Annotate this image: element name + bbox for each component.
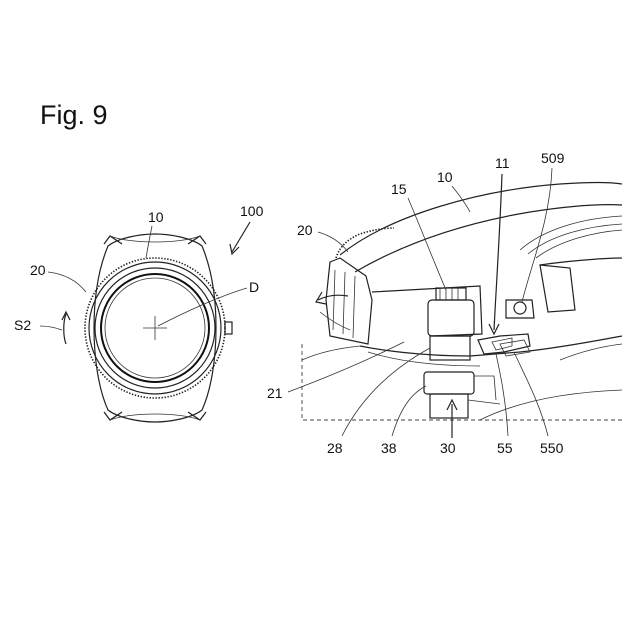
module-30-top — [424, 372, 474, 394]
case-right-wall — [540, 258, 622, 265]
label-30: 30 — [440, 440, 456, 456]
leader-11 — [494, 174, 502, 330]
leader-20-front — [48, 272, 86, 292]
lever-11 — [478, 334, 530, 354]
label-20-front: 20 — [30, 262, 46, 278]
gear-15-body — [428, 300, 474, 336]
glass-curve-1 — [520, 216, 622, 250]
arrowhead-100 — [230, 244, 239, 254]
arrow-100 — [232, 222, 250, 252]
bezel-rotation-arrow — [318, 295, 348, 300]
label-20-side: 20 — [297, 222, 313, 238]
label-10-side: 10 — [437, 169, 453, 185]
gear-15-teeth — [440, 288, 458, 300]
rotation-arrowhead — [62, 312, 70, 320]
label-21: 21 — [267, 385, 283, 401]
leader-21 — [288, 342, 404, 392]
leader-s2 — [40, 326, 62, 330]
lower-arc-2 — [560, 344, 622, 360]
label-s2: S2 — [14, 317, 31, 333]
module-30-base — [468, 376, 500, 404]
label-11: 11 — [495, 155, 510, 171]
label-55: 55 — [497, 440, 513, 456]
rotation-arrow-s2 — [64, 314, 66, 344]
bezel-side-body — [326, 258, 372, 344]
leader-55 — [496, 354, 508, 436]
bezel-side-gear — [336, 228, 394, 258]
pin-509 — [514, 302, 526, 314]
leader-d — [158, 288, 247, 326]
label-15: 15 — [391, 181, 407, 197]
watch-front-view: 10 100 20 D S2 — [14, 203, 264, 422]
crown-button — [225, 322, 232, 334]
glass-curve-3 — [536, 230, 622, 258]
leader-38 — [392, 386, 426, 436]
gear-15-top — [436, 288, 466, 300]
watch-section-view: 15 10 11 509 20 21 28 38 30 55 550 — [267, 150, 622, 456]
label-509: 509 — [541, 150, 565, 166]
case-top-surface — [340, 183, 622, 256]
center-cross — [143, 316, 167, 340]
leader-550 — [514, 352, 548, 436]
label-28: 28 — [327, 440, 343, 456]
label-550: 550 — [540, 440, 564, 456]
label-100: 100 — [240, 203, 264, 219]
leader-20-side — [318, 232, 348, 252]
pin-509-housing — [506, 300, 534, 318]
lower-arc-3 — [302, 346, 360, 360]
label-d: D — [249, 279, 259, 295]
label-38: 38 — [381, 440, 397, 456]
bezel-arrow-tail — [320, 312, 350, 330]
case-top-inner — [355, 205, 622, 272]
label-10-front: 10 — [148, 209, 164, 225]
lower-arc-1 — [480, 390, 622, 420]
glass-edge — [540, 265, 575, 312]
